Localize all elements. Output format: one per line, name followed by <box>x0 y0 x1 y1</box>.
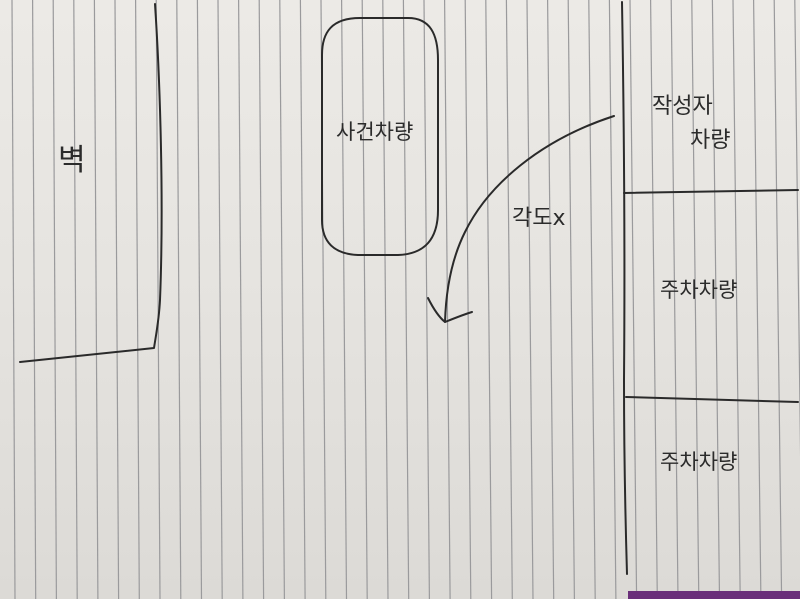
arrow-head <box>427 297 473 323</box>
rule-line <box>485 0 493 599</box>
rule-line <box>176 0 182 599</box>
rule-line <box>691 0 700 599</box>
rule-line <box>402 0 410 599</box>
rule-line <box>11 0 16 599</box>
rule-line <box>629 0 638 599</box>
rule-line <box>794 0 800 458</box>
parking-space-line-1 <box>623 189 799 194</box>
parking-space-line-2 <box>625 396 799 403</box>
rule-line <box>670 0 679 599</box>
rule-line <box>52 0 57 599</box>
parked-vehicle-label-2: 주차차량 <box>660 450 738 474</box>
rule-line <box>238 0 244 599</box>
rule-line <box>361 0 368 599</box>
driver-vehicle-label-line2: 차량 <box>690 128 731 154</box>
rule-line <box>135 0 140 599</box>
rule-line <box>608 0 617 599</box>
parking-lane-divider <box>621 1 628 575</box>
wall-outline <box>19 3 163 363</box>
rule-line <box>588 0 596 599</box>
rule-line <box>423 0 430 599</box>
wall-label: 벽 <box>58 143 86 178</box>
rule-line <box>217 0 223 599</box>
rule-line <box>299 0 306 599</box>
parked-vehicle-label-1: 주차차량 <box>660 278 738 302</box>
rule-line <box>526 0 534 599</box>
rule-line <box>73 0 78 599</box>
rule-line <box>753 0 762 599</box>
accident-vehicle-label: 사건차량 <box>336 120 414 144</box>
rule-line <box>567 0 575 599</box>
rule-line <box>650 0 658 599</box>
rule-line <box>773 0 783 599</box>
rule-line <box>711 0 721 599</box>
rule-line <box>114 0 120 599</box>
rule-line <box>279 0 285 599</box>
driver-vehicle-label-line1: 작성자 <box>652 94 713 119</box>
rule-line <box>258 0 265 599</box>
rule-line <box>547 0 555 599</box>
rule-line <box>93 0 99 599</box>
rule-line <box>382 0 389 599</box>
rule-line <box>341 0 348 599</box>
rule-line <box>32 0 37 599</box>
rule-line <box>155 0 161 599</box>
rule-line <box>464 0 472 599</box>
rule-line <box>732 0 741 599</box>
trajectory-arrow <box>444 115 615 323</box>
notebook-rule-lines <box>11 0 800 599</box>
rule-line <box>505 0 513 599</box>
purple-surface-corner <box>628 591 800 599</box>
rule-line <box>196 0 203 599</box>
accident-vehicle-outline <box>321 17 439 256</box>
angle-label: 각도x <box>512 206 566 231</box>
driver-vehicle-label: 작성자 차량 <box>652 90 730 158</box>
